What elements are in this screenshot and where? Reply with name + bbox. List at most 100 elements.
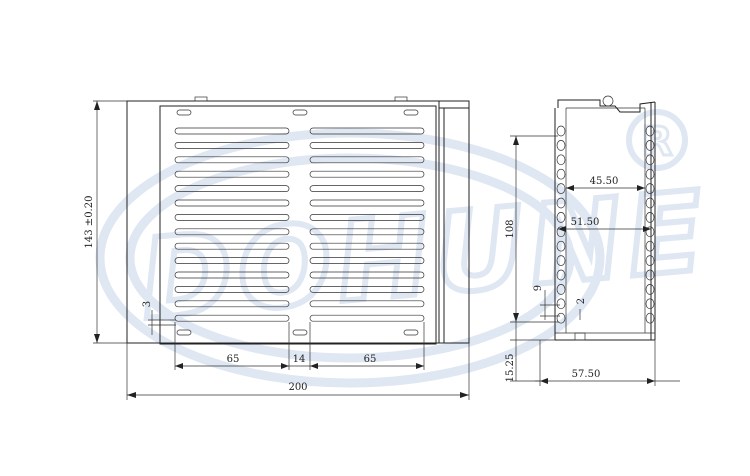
front-slot-left <box>174 257 290 264</box>
coil-turn-right <box>645 183 655 194</box>
coil-turn-left <box>556 154 566 166</box>
registered-mark-circle <box>626 109 688 171</box>
dim-108-arrow-bottom <box>513 313 519 322</box>
dim-143-arrow-bottom <box>94 334 100 343</box>
coil-turn-right <box>645 154 655 166</box>
coil-turn-left <box>556 197 566 209</box>
front-slot-right <box>309 142 425 149</box>
dim-5150-arrow-left <box>558 226 566 232</box>
coil-turn-right <box>645 269 655 281</box>
dim-4550-arrow-right <box>637 185 645 191</box>
coil-turn-right <box>645 240 655 252</box>
watermark: DOHUNE R <box>95 109 717 388</box>
front-slot-right <box>309 228 425 236</box>
front-bottom-slot-center <box>292 329 308 336</box>
front-top-tab-1 <box>194 96 208 102</box>
coil-turn-left <box>556 212 566 223</box>
dim-center-gap-label: 14 <box>293 354 306 365</box>
front-bottom-slot-right <box>403 329 419 336</box>
coil-turn-left <box>556 125 566 137</box>
coil-turn-right <box>645 197 655 209</box>
front-slot-grid <box>174 127 425 322</box>
dim-200-arrow-right <box>460 392 469 398</box>
dim-5750-arrow-left <box>540 378 548 384</box>
coil-turn-right <box>645 284 655 295</box>
side-top-cap <box>557 99 656 113</box>
coil-turn-right <box>645 140 655 151</box>
front-top-slot-right <box>403 109 419 116</box>
front-slot-right <box>309 170 425 178</box>
coil-turn-left <box>556 269 566 281</box>
front-plate <box>159 105 437 345</box>
coil-turn-left <box>556 255 566 266</box>
front-slot-left <box>174 214 290 221</box>
front-slot-left <box>174 156 290 164</box>
front-slot-right <box>309 314 425 322</box>
front-slot-right <box>309 156 425 164</box>
dim-side-height-label: 108 <box>505 219 516 238</box>
front-slot-right <box>309 286 425 293</box>
dim-143-arrow-top <box>94 101 100 110</box>
side-coil-stack <box>556 125 655 324</box>
coil-turn-right <box>645 312 655 324</box>
dim-5150-arrow-right <box>643 226 651 232</box>
front-slot-left <box>174 242 290 250</box>
side-base-foot <box>574 332 586 341</box>
dim-arrow-2 <box>281 363 289 369</box>
front-slot-right <box>309 242 425 250</box>
front-slot-right <box>309 214 425 221</box>
front-top-slot-left <box>176 109 192 116</box>
front-bottom-slot-left <box>176 329 192 336</box>
front-slot-left <box>174 127 290 135</box>
dim-arrow-4 <box>416 363 424 369</box>
front-top-slot-center <box>292 109 308 116</box>
dim-4550-arrow-left <box>566 185 574 191</box>
front-slot-right <box>309 185 425 192</box>
dim-108-arrow-top <box>513 136 519 145</box>
front-slot-right <box>309 127 425 135</box>
side-top-pin <box>602 95 614 107</box>
front-slot-left <box>174 228 290 236</box>
watermark-brand: DOHUNE <box>136 167 714 344</box>
front-slot-left <box>174 199 290 207</box>
dim-overall-width-label: 200 <box>288 382 307 393</box>
front-slot-right <box>309 271 425 279</box>
front-slot-right <box>309 300 425 308</box>
front-slot-left <box>174 314 290 322</box>
front-top-tab-2 <box>394 96 408 102</box>
dim-bottom-offset-label: 15.25 <box>505 354 516 383</box>
coil-turn-left <box>556 140 566 151</box>
watermark-ellipse <box>95 128 605 388</box>
front-slot-left <box>174 300 290 308</box>
dim-height-label: 143 ±0.20 <box>84 196 95 249</box>
coil-turn-right <box>645 226 655 238</box>
front-view <box>126 96 470 345</box>
dim-right-column-label: 65 <box>364 354 377 365</box>
coil-turn-left <box>556 298 566 310</box>
coil-turn-right <box>645 298 655 310</box>
coil-turn-left <box>556 168 566 180</box>
front-dimensions: 143 ±0.20 3 65 14 65 200 <box>84 100 470 400</box>
front-slot-left <box>174 142 290 149</box>
dim-gap-small-label: 9 <box>533 285 544 291</box>
side-dimensions: 45.50 51.50 108 9 2 15.25 57.50 <box>505 135 680 386</box>
dim-200-arrow-left <box>127 392 136 398</box>
coil-turn-right <box>645 168 655 180</box>
coil-turn-right <box>645 212 655 223</box>
front-right-rail <box>438 100 470 344</box>
front-slot-left <box>174 286 290 293</box>
coil-turn-left <box>556 183 566 194</box>
front-slot-right <box>309 199 425 207</box>
dim-inner-width-top-label: 45.50 <box>590 176 619 187</box>
dim-arrow-3 <box>310 363 318 369</box>
watermark-inner-ellipse <box>125 153 575 363</box>
front-slot-left <box>174 170 290 178</box>
side-view <box>554 95 656 341</box>
coil-turn-left <box>556 284 566 295</box>
dim-arrow-1 <box>175 363 183 369</box>
dim-gap-right-label: 2 <box>576 298 587 304</box>
dim-5750-arrow-right <box>647 378 655 384</box>
front-slot-left <box>174 271 290 279</box>
dim-overall-depth-label: 57.50 <box>572 369 601 380</box>
